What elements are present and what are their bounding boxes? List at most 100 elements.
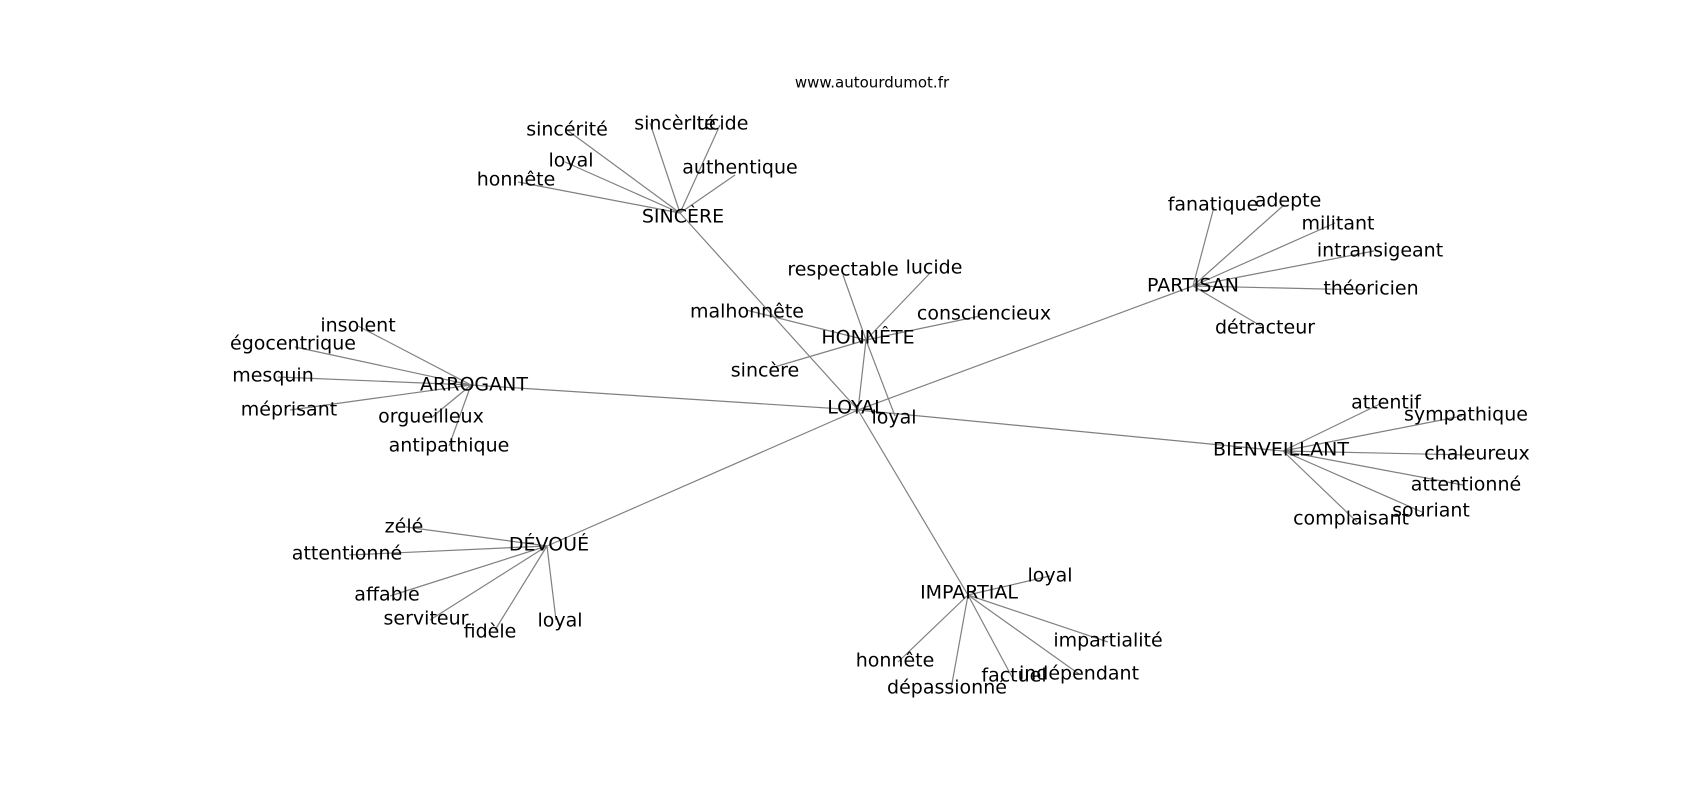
hub-node-devoue: DÉVOUÉ [509,533,589,556]
edge-impartial-leaf [967,575,1051,596]
leaf-node: orgueilleux [378,406,484,428]
edge-sincere-leaf [679,124,721,214]
leaf-node: attentionné [1411,474,1521,496]
edge-devoue-leaf [348,545,548,556]
leaf-node: théoricien [1323,278,1418,300]
leaf-node: sympathique [1404,404,1528,426]
leaf-node: respectable [787,259,898,281]
edge-sincere-leaf [566,129,681,214]
edge-partisan-leaf [1192,285,1367,291]
leaf-node: égocentrique [230,333,356,355]
edge-arrogant-leaf [294,346,472,386]
edge-center-bienveillant [857,409,1284,452]
leaf-node: sincèrité [634,113,716,135]
leaf-node: méprisant [241,399,337,421]
edge-sincere-leaf [564,161,681,214]
leaf-node: attentif [1351,392,1422,414]
leaf-node: loyal [537,610,582,632]
leaf-node: attentionné [292,543,402,565]
leaf-node: honnête [856,650,935,672]
edge-partisan-leaf [1192,285,1262,327]
edge-arrogant-leaf [357,325,472,386]
site-watermark: www.autourdumot.fr [795,74,950,92]
leaf-node: dépassionné [887,677,1007,699]
leaf-node: sincérité [526,119,608,141]
leaf-node: loyal [1027,565,1072,587]
edge-honnete-leaf [865,339,896,417]
leaf-node: mesquin [232,365,314,387]
leaf-node: détracteur [1215,317,1315,339]
graph-edges [277,122,1471,690]
edge-partisan-leaf [1192,250,1375,287]
edge-arrogant-leaf [289,384,472,411]
edge-bienveillant-leaf [1282,450,1423,513]
edge-partisan-leaf [1192,222,1336,287]
leaf-node: factuel [981,665,1046,687]
leaf-node: loyal [548,150,593,172]
edge-bienveillant-leaf [1282,450,1464,486]
edge-honnete-leaf [865,271,932,341]
leaf-node: lucide [906,257,963,279]
edge-impartial-leaf [950,594,969,690]
leaf-node: indépendant [1019,663,1139,685]
leaf-node: militant [1302,213,1375,235]
edge-arrogant-leaf [430,384,472,419]
hub-node-partisan: PARTISAN [1147,275,1239,297]
hub-node-arrogant: ARROGANT [420,374,528,396]
edge-sincere-leaf [679,174,736,214]
leaf-node: impartialité [1053,630,1162,652]
leaf-node: serviteur [384,608,469,630]
hub-node-sincere: SINCÈRE [642,205,724,228]
graph-labels: www.autourdumot.fr LOYAL SINCÈRE sincérité… [230,74,1530,699]
leaf-node: lucide [692,113,749,135]
edge-bienveillant-leaf [1282,415,1463,452]
leaf-node: fidèle [464,621,517,643]
leaf-node: zélé [385,516,424,538]
edge-bienveillant-leaf [1282,450,1471,456]
edge-center-honnete [857,339,867,411]
edge-center-sincere [679,212,859,411]
edge-devoue-leaf [429,545,548,621]
leaf-node: complaisant [1293,508,1409,530]
leaf-node: intransigeant [1317,240,1443,262]
edge-center-arrogant [470,384,859,411]
edge-impartial-leaf [897,594,969,663]
edge-arrogant-leaf [448,384,472,447]
leaf-node: insolent [320,315,395,337]
edge-center-partisan [857,285,1194,411]
edge-honnete-leaf [770,339,867,369]
edge-partisan-leaf [1192,206,1215,287]
edge-impartial-leaf [967,594,1109,643]
edge-honnete-leaf [865,315,981,341]
leaf-node: sincère [731,360,799,382]
leaf-node: affable [354,584,419,606]
leaf-node: antipathique [389,435,510,457]
leaf-node: chaleureux [1424,443,1530,465]
center-node: LOYAL [827,397,885,419]
leaf-node: loyal [871,407,916,429]
leaf-node: adepte [1255,190,1322,212]
edge-honnete-leaf [745,309,867,341]
edge-devoue-leaf [494,545,548,631]
leaf-node: souriant [1392,500,1470,522]
edge-center-impartial [857,409,969,596]
edge-devoue-leaf [546,545,557,621]
leaf-node: fanatique [1168,194,1259,216]
edge-bienveillant-leaf [1282,401,1385,452]
edge-honnete-leaf [842,274,867,341]
leaf-node: consciencieux [917,303,1051,325]
edge-sincere-leaf [649,122,681,214]
leaf-node: authentique [682,157,797,179]
edge-center-devoue [546,409,859,547]
hub-node-impartial: IMPARTIAL [920,582,1018,604]
edge-bienveillant-leaf [1282,450,1358,523]
edge-impartial-leaf [967,594,1013,678]
edge-impartial-leaf [967,594,1080,675]
edge-devoue-leaf [405,526,548,547]
hub-node-honnete: HONNÊTE [821,326,914,349]
leaf-node: honnête [477,169,556,191]
edge-devoue-leaf [389,545,548,597]
edge-arrogant-leaf [277,376,472,386]
edge-sincere-leaf [517,181,681,214]
